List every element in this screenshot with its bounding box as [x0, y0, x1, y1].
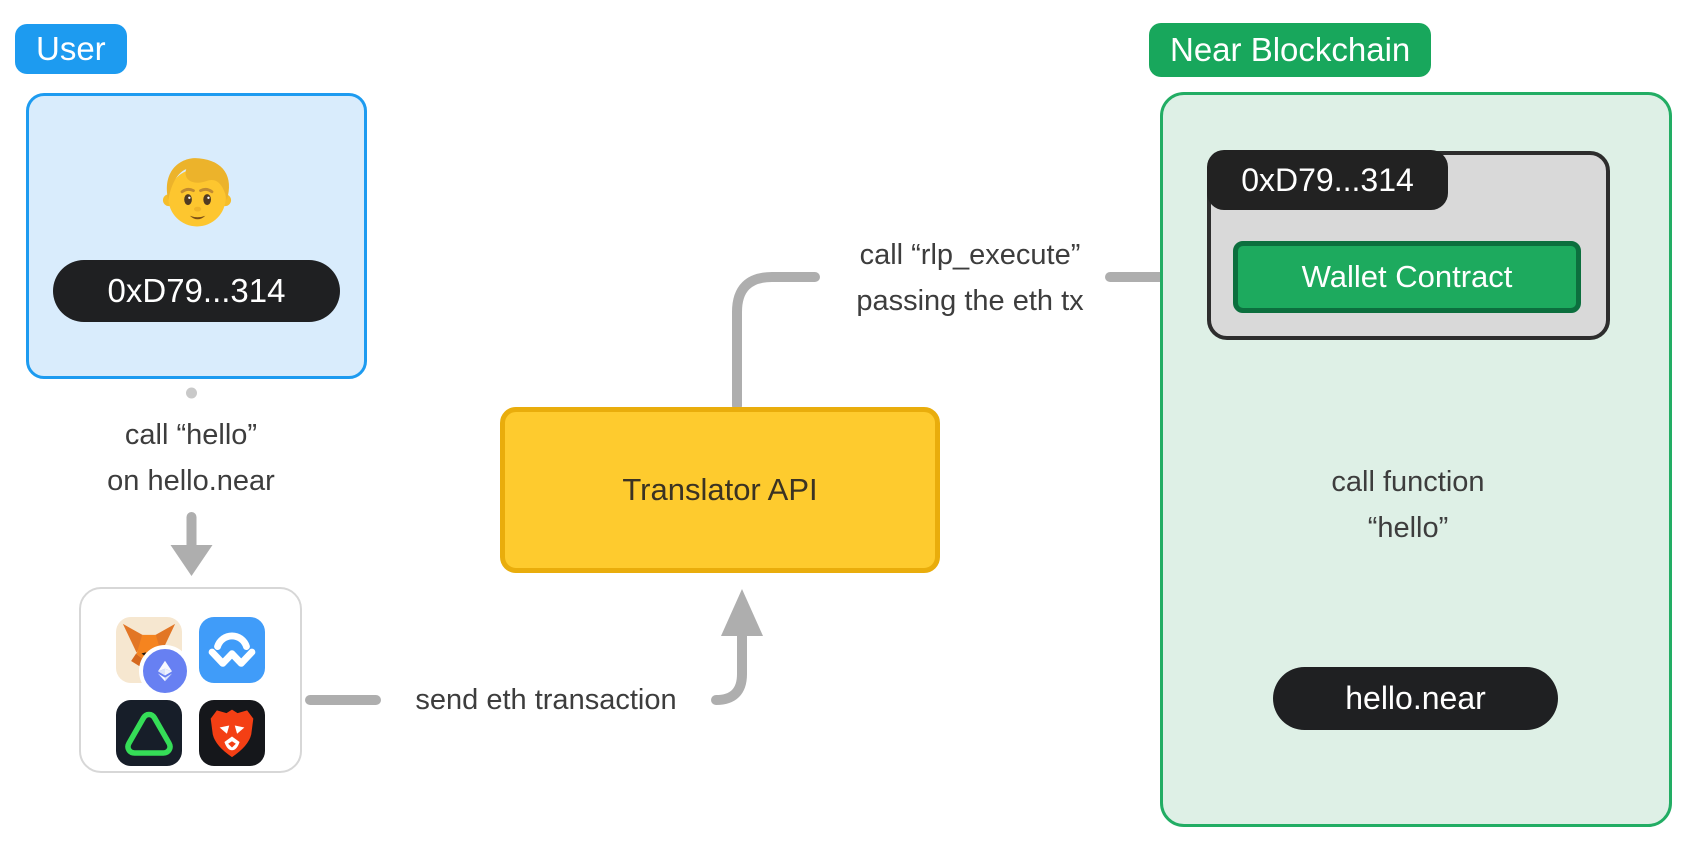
near-eth-address-pill: 0xD79...314	[1207, 150, 1448, 210]
person-emoji	[162, 158, 231, 227]
rlp-line1: call “rlp_execute”	[859, 239, 1081, 271]
rlp-execute-label: call “rlp_execute” passing the eth tx	[820, 232, 1120, 324]
hello-near-pill: hello.near	[1273, 667, 1558, 730]
call-hello-line1: call “hello”	[124, 419, 258, 451]
translator-api-box: Translator API	[500, 407, 940, 573]
dotted-connector-dot	[186, 387, 197, 399]
rlp-line2: passing the eth tx	[856, 285, 1084, 317]
send-eth-to-translator-curve	[711, 629, 747, 705]
call-function-line1: call function	[1331, 466, 1485, 498]
near-blockchain-badge: Near Blockchain	[1149, 23, 1432, 77]
call-hello-line2: on hello.near	[107, 465, 275, 497]
ethereum-icon	[139, 645, 191, 697]
user-badge: User	[15, 24, 127, 74]
user-eth-address-pill: 0xD79...314	[53, 260, 340, 322]
call-hello-label: call “hello” on hello.near	[41, 412, 341, 504]
user-box: 0xD79...314	[26, 93, 367, 379]
wallets-box	[79, 587, 302, 773]
wallet-contract-button: Wallet Contract	[1233, 241, 1581, 313]
call-function-line2: “hello”	[1367, 512, 1449, 544]
call-function-label: call function “hello”	[1258, 459, 1558, 551]
walletconnect-icon	[199, 617, 265, 683]
translator-to-rlp-curve	[732, 272, 820, 411]
user-to-wallets-arrowhead	[170, 545, 213, 576]
green-triangle-wallet-icon	[116, 700, 182, 766]
send-eth-arrowhead	[721, 589, 763, 636]
brave-icon	[199, 700, 265, 766]
send-eth-label: send eth transaction	[415, 684, 677, 716]
